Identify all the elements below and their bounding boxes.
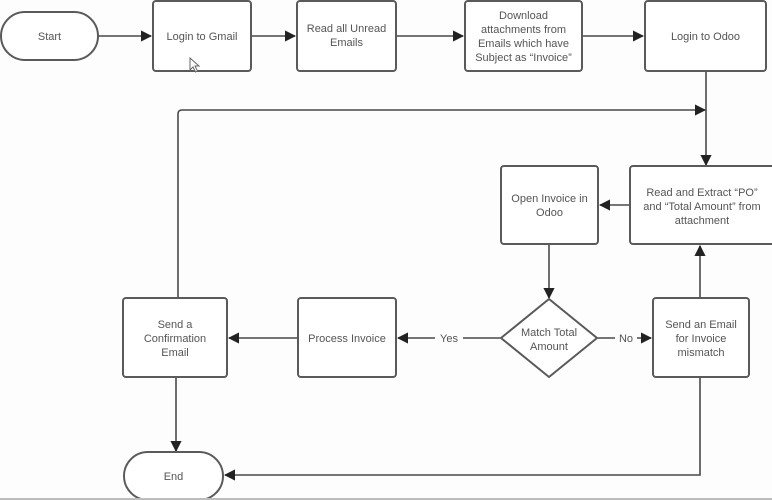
mouse-cursor-icon <box>189 56 201 73</box>
node-match-total-line-2: Amount <box>530 341 568 353</box>
edge-confirmation-loop <box>177 104 707 297</box>
node-read-extract-line-2: and “Total Amount” from <box>643 201 760 213</box>
edge-label-no: No <box>619 333 633 345</box>
process-shape <box>652 297 750 378</box>
process-shape <box>297 297 397 378</box>
terminator-shape <box>123 451 224 500</box>
bottom-divider <box>0 498 772 500</box>
node-download-line-3: Emails which have <box>478 38 569 50</box>
node-process-invoice-label: Process Invoice <box>308 333 386 345</box>
node-read-unread-line-1: Read all Unread <box>307 23 387 35</box>
node-login-odoo-label: Login to Odoo <box>671 31 740 43</box>
node-login-odoo[interactable]: Login to Odoo <box>644 0 767 72</box>
edges-layer: Yes No <box>98 30 712 481</box>
node-read-extract[interactable]: Read and Extract “PO” and “Total Amount”… <box>629 165 772 245</box>
node-read-unread-line-2: Emails <box>330 37 364 49</box>
node-process-invoice[interactable]: Process Invoice <box>297 297 397 378</box>
node-open-invoice-line-1: Open Invoice in <box>511 193 587 205</box>
process-shape <box>644 0 767 72</box>
yes-label-bg <box>435 330 463 346</box>
node-match-total[interactable]: Match Total Amount <box>499 297 599 379</box>
edge-send-mismatch-to-end <box>223 377 701 481</box>
node-send-mismatch-line-2: for Invoice <box>676 333 727 345</box>
node-start-label: Start <box>38 31 61 43</box>
node-read-extract-line-3: attachment <box>675 215 729 227</box>
node-end-label: End <box>164 471 184 483</box>
node-match-total-line-1: Match Total <box>521 327 577 339</box>
node-start[interactable]: Start <box>0 11 99 61</box>
node-send-mismatch-line-1: Send an Email <box>665 319 737 331</box>
node-login-gmail[interactable]: Login to Gmail <box>152 0 252 72</box>
node-download-line-2: attachments from <box>481 24 566 36</box>
node-send-confirmation-line-1: Send a <box>158 319 194 331</box>
node-read-extract-line-1: Read and Extract “PO” <box>646 187 758 199</box>
node-open-invoice-line-2: Odoo <box>536 207 563 219</box>
node-download-attachments[interactable]: Download attachments from Emails which h… <box>464 0 583 72</box>
node-login-gmail-label: Login to Gmail <box>167 31 238 43</box>
node-send-confirmation[interactable]: Send a Confirmation Email <box>122 297 228 378</box>
process-shape <box>296 0 397 72</box>
node-send-confirmation-line-2: Confirmation <box>144 333 206 345</box>
node-end[interactable]: End <box>123 451 224 500</box>
node-open-invoice[interactable]: Open Invoice in Odoo <box>500 165 599 245</box>
process-shape <box>152 0 252 72</box>
node-send-confirmation-line-3: Email <box>161 347 189 359</box>
process-shape <box>464 0 583 72</box>
process-shape <box>629 165 772 245</box>
decision-shape <box>499 297 599 379</box>
node-download-line-4: Subject as “Invoice” <box>475 52 572 64</box>
node-send-mismatch[interactable]: Send an Email for Invoice mismatch <box>652 297 750 378</box>
no-label-bg <box>615 330 637 346</box>
terminator-shape <box>0 11 99 61</box>
node-read-unread[interactable]: Read all Unread Emails <box>296 0 397 72</box>
process-shape <box>122 297 228 378</box>
node-download-line-1: Download <box>499 10 548 22</box>
process-shape <box>500 165 599 245</box>
node-send-mismatch-line-3: mismatch <box>677 347 724 359</box>
edge-label-yes: Yes <box>440 333 458 345</box>
